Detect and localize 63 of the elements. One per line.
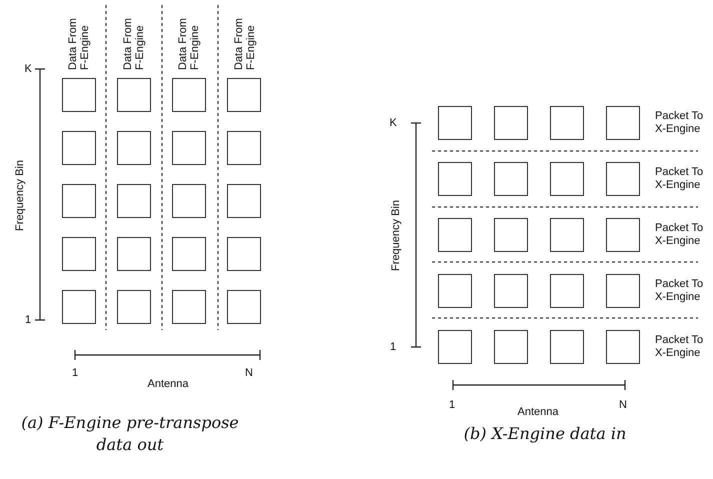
axis-label: Antenna <box>518 406 558 418</box>
empty-square <box>550 218 584 252</box>
axis-label: Frequency Bin <box>14 160 26 230</box>
empty-square <box>550 274 584 308</box>
figure-caption: (b) X-Engine data in <box>462 423 628 445</box>
empty-square <box>606 106 640 140</box>
empty-square <box>550 106 584 140</box>
empty-square <box>172 78 206 112</box>
empty-square <box>227 290 261 324</box>
empty-square <box>62 184 96 218</box>
empty-square <box>494 162 528 196</box>
row-label: Packet To X-Engine <box>655 334 704 360</box>
figure-caption: (a) F-Engine pre-transpose data out <box>20 412 240 456</box>
empty-square <box>494 330 528 364</box>
empty-square <box>62 78 96 112</box>
column-label: Data From F-Engine <box>177 17 201 70</box>
column-label: Data From F-Engine <box>67 17 91 70</box>
empty-square <box>227 78 261 112</box>
empty-square <box>227 184 261 218</box>
row-label: Packet To X-Engine <box>655 222 704 248</box>
empty-square <box>438 162 472 196</box>
empty-square <box>550 162 584 196</box>
empty-square <box>606 274 640 308</box>
empty-square <box>438 106 472 140</box>
empty-square <box>606 218 640 252</box>
empty-square <box>117 290 151 324</box>
axis-label: Frequency Bin <box>390 200 402 270</box>
empty-square <box>438 218 472 252</box>
empty-square <box>494 106 528 140</box>
empty-square <box>494 274 528 308</box>
tick-label: 1 <box>449 398 456 412</box>
empty-square <box>172 184 206 218</box>
empty-square <box>172 290 206 324</box>
axis-label: Antenna <box>148 378 188 390</box>
tick-label: 1 <box>390 340 396 354</box>
column-label: Data From F-Engine <box>233 17 257 70</box>
empty-square <box>550 330 584 364</box>
row-label: Packet To X-Engine <box>655 166 704 192</box>
empty-square <box>494 218 528 252</box>
empty-square <box>117 131 151 165</box>
row-label: Packet To X-Engine <box>655 110 704 136</box>
row-label: Packet To X-Engine <box>655 278 704 304</box>
empty-square <box>606 162 640 196</box>
empty-square <box>117 184 151 218</box>
tick-label: K <box>390 116 397 130</box>
empty-square <box>117 237 151 271</box>
tick-label: 1 <box>72 366 78 380</box>
empty-square <box>227 131 261 165</box>
empty-square <box>117 78 151 112</box>
empty-square <box>62 237 96 271</box>
empty-square <box>172 131 206 165</box>
empty-square <box>438 274 472 308</box>
tick-label: N <box>619 398 627 412</box>
empty-square <box>606 330 640 364</box>
empty-square <box>172 237 206 271</box>
empty-square <box>62 131 96 165</box>
empty-square <box>227 237 261 271</box>
tick-label: 1 <box>25 314 32 326</box>
tick-label: N <box>245 366 253 380</box>
empty-square <box>62 290 96 324</box>
column-label: Data From F-Engine <box>122 17 146 70</box>
tick-label: K <box>24 62 32 76</box>
empty-square <box>438 330 472 364</box>
